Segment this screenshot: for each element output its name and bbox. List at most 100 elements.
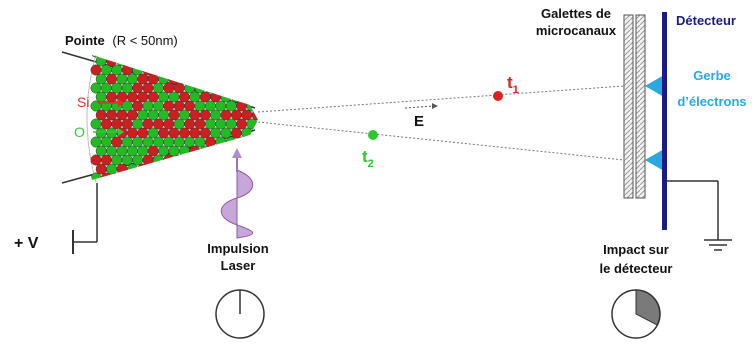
o-atom <box>178 145 190 157</box>
o-atom <box>142 136 154 148</box>
si-atom <box>173 64 185 76</box>
o-atom <box>225 64 237 76</box>
o-atom <box>138 182 148 192</box>
o-atom <box>95 145 107 157</box>
si-atom <box>126 91 138 103</box>
o-atom <box>132 64 144 76</box>
o-atom <box>194 172 206 180</box>
si-atom <box>189 145 201 157</box>
o-atom <box>168 55 180 67</box>
si-atom <box>194 64 206 76</box>
tip-label: Pointe (R < 50nm) <box>65 33 178 48</box>
o-atom <box>204 64 216 76</box>
si-atom <box>147 73 159 85</box>
impact-label-1: Impact sur <box>603 242 669 257</box>
si-atom <box>204 136 216 148</box>
o-atom <box>158 91 170 103</box>
o-atom <box>210 73 222 85</box>
si-atom <box>210 91 222 103</box>
ground-symbol <box>667 180 732 251</box>
si-atom <box>230 73 242 85</box>
si-atom <box>169 182 179 192</box>
o-atom <box>220 91 232 103</box>
si-atom <box>210 163 222 175</box>
si-atom <box>189 127 201 139</box>
si-atom <box>152 64 164 76</box>
microchannel-plates <box>623 14 646 199</box>
o-atom <box>236 64 248 76</box>
o-atom <box>163 64 175 76</box>
o-atom <box>90 82 102 94</box>
si-atom <box>168 163 180 175</box>
si-atom <box>137 91 149 103</box>
o-atom <box>152 82 164 94</box>
o-atom <box>204 118 216 130</box>
o-atom <box>121 100 133 112</box>
t1-label: t1 <box>507 73 519 96</box>
si-atom <box>199 127 211 139</box>
si-atom <box>142 118 154 130</box>
si-atom <box>111 136 123 148</box>
o-atom <box>236 55 248 58</box>
si-atom <box>147 145 159 157</box>
ion-trajectories <box>257 85 625 161</box>
o-atom <box>225 82 237 94</box>
si-atom <box>116 163 128 175</box>
o-atom <box>178 163 190 175</box>
o-atom <box>184 172 196 180</box>
si-atom <box>199 163 211 175</box>
si-atom <box>116 109 128 121</box>
o-atom <box>121 172 133 180</box>
o-atom <box>111 64 123 76</box>
si-atom <box>111 55 123 58</box>
o-atom <box>246 136 258 148</box>
o-atom <box>90 118 102 130</box>
si-atom <box>163 118 175 130</box>
si-atom <box>163 100 175 112</box>
si-atom <box>189 109 201 121</box>
o-atom <box>100 64 112 76</box>
si-atom <box>106 55 118 67</box>
si-atom <box>251 109 258 121</box>
o-atom <box>221 182 231 192</box>
o-atom <box>252 182 262 192</box>
si-atom <box>194 118 206 130</box>
o-atom <box>147 109 159 121</box>
pulse-label-2: Laser <box>221 258 256 273</box>
pulse-label-1: Impulsion <box>207 241 268 256</box>
o-atom <box>142 55 154 58</box>
o-atom <box>241 73 253 85</box>
o-atom <box>90 55 102 58</box>
o-atom <box>106 163 118 175</box>
o-atom <box>215 118 227 130</box>
si-atom <box>168 127 180 139</box>
o-atom <box>152 100 164 112</box>
si-atom <box>246 154 258 166</box>
o-atom <box>132 136 144 148</box>
si-atom <box>251 55 258 67</box>
o-atom <box>184 154 196 166</box>
o-atom <box>215 82 227 94</box>
tip-name: Pointe <box>65 33 105 48</box>
ion-t2 <box>368 130 378 140</box>
si-atom <box>194 55 206 58</box>
t2-label: t2 <box>362 147 374 170</box>
o-atom <box>215 100 227 112</box>
si-atom <box>225 55 237 58</box>
si-atom <box>126 109 138 121</box>
si-atom <box>220 109 232 121</box>
o-atom <box>246 82 258 94</box>
si-label: Si <box>77 94 89 110</box>
si-atom <box>142 172 154 180</box>
o-atom <box>116 73 128 85</box>
si-atom <box>246 55 258 58</box>
o-atom <box>117 182 127 192</box>
si-atom <box>194 154 206 166</box>
si-atom <box>230 127 242 139</box>
si-atom <box>225 172 237 180</box>
impact-label-2: le détecteur <box>600 261 673 276</box>
o-atom <box>116 145 128 157</box>
o-atom <box>241 145 253 157</box>
si-atom <box>246 64 258 76</box>
